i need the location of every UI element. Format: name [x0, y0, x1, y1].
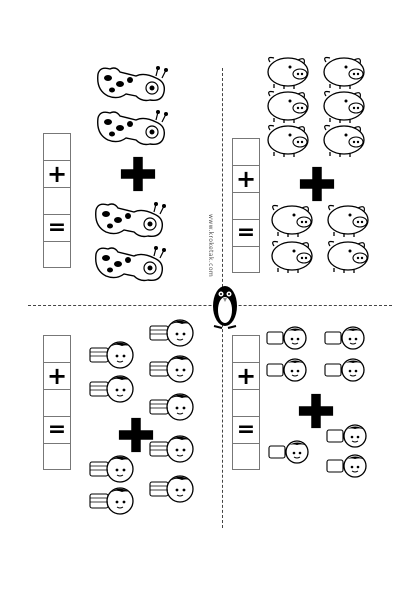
- big-plus-icon: [299, 166, 335, 202]
- giraffe-icon: [95, 65, 169, 282]
- answer-box[interactable]: [232, 389, 260, 416]
- big-plus-icon: [118, 417, 154, 453]
- plus-sign: +: [232, 165, 260, 192]
- child-group: [265, 322, 385, 492]
- answer-column-bottom-right: + =: [232, 335, 260, 470]
- girl-group: [86, 316, 216, 516]
- piglet-group: [262, 54, 382, 279]
- horizontal-cut-line: [28, 305, 392, 306]
- plus-sign: +: [232, 362, 260, 389]
- answer-box[interactable]: [43, 389, 71, 416]
- piglet-icon: [267, 56, 369, 274]
- answer-box[interactable]: [232, 138, 260, 165]
- answer-box[interactable]: [43, 241, 71, 268]
- plus-sign: +: [43, 160, 71, 187]
- equals-sign: =: [232, 219, 260, 246]
- answer-box[interactable]: [232, 192, 260, 219]
- watermark: www.kroketak.com: [207, 214, 214, 278]
- equals-sign: =: [43, 416, 71, 443]
- equals-sign: =: [43, 214, 71, 241]
- answer-box[interactable]: [43, 187, 71, 214]
- girl-icon: [89, 319, 194, 515]
- big-plus-icon: [120, 156, 156, 192]
- equals-sign: =: [232, 416, 260, 443]
- answer-box[interactable]: [232, 335, 260, 362]
- giraffe-group: [94, 60, 174, 285]
- answer-box[interactable]: [43, 133, 71, 160]
- penguin-icon: [213, 286, 237, 329]
- answer-box[interactable]: [232, 443, 260, 470]
- answer-box[interactable]: [43, 443, 71, 470]
- answer-box[interactable]: [232, 246, 260, 273]
- answer-box[interactable]: [43, 335, 71, 362]
- child-icon: [266, 326, 367, 478]
- answer-column-top-left: + =: [43, 133, 71, 268]
- big-plus-icon: [298, 393, 334, 429]
- answer-column-bottom-left: + =: [43, 335, 71, 470]
- answer-column-top-right: + =: [232, 138, 260, 273]
- plus-sign: +: [43, 362, 71, 389]
